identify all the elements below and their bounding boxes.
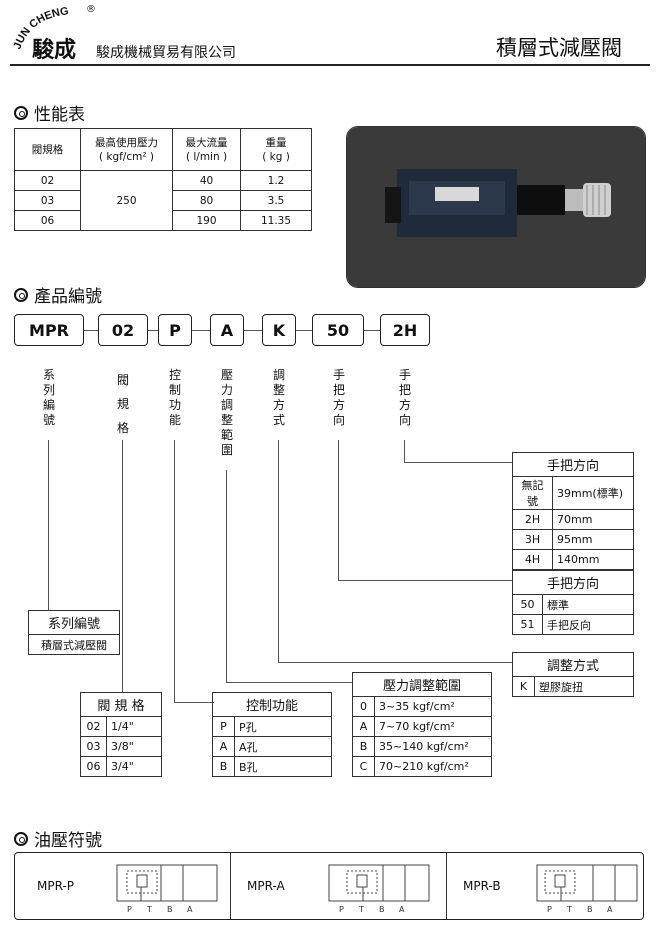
brand-arc-text: JUN CHENG — [12, 5, 70, 51]
valve-symbol-icon: P T B A — [116, 864, 218, 914]
table-row: 03 80 3.5 — [14, 190, 312, 211]
brand-reg: ® — [86, 4, 96, 15]
label-control: 控制功能 — [168, 368, 181, 427]
th-size: 閥規格 — [14, 128, 81, 171]
label-size: 閥規格 — [116, 373, 129, 435]
svg-text:B: B — [587, 905, 593, 914]
symbol-label: MPR-B — [463, 879, 501, 893]
svg-text:A: A — [399, 905, 405, 914]
table-row: 02 250 40 1.2 — [14, 170, 312, 231]
symbols-panel: MPR-P P T B A MPR-A P T B A — [14, 852, 644, 920]
symbol-cell: MPR-P P T B A — [15, 853, 231, 919]
brand-logo: JUN CHENG ® 駿成 — [12, 4, 102, 63]
code-part-handle-dir: 50 — [312, 314, 364, 346]
bullseye-icon — [14, 287, 28, 302]
svg-text:T: T — [358, 905, 364, 914]
valve-symbol-icon: P T B A — [536, 864, 638, 914]
code-part-control: P — [158, 314, 192, 346]
bullseye-icon — [14, 105, 28, 120]
svg-text:T: T — [566, 905, 572, 914]
code-part-pressure: A — [210, 314, 244, 346]
product-photo — [347, 127, 645, 287]
symbol-cell: MPR-B P T B A — [447, 853, 643, 919]
code-part-handle-len: 2H — [380, 314, 430, 346]
label-series: 系列編號 — [42, 368, 55, 427]
section-title: 油壓符號 — [34, 831, 102, 851]
label-adjust: 調整方式 — [272, 368, 285, 427]
label-pressure: 壓力調整範圍 — [220, 368, 233, 457]
table-row: 06 190 11.35 — [14, 210, 312, 231]
company-name: 駿成機械貿易有限公司 — [96, 45, 236, 61]
section-title: 產品編號 — [34, 287, 102, 307]
th-pressure: 最高使用壓力( kgf/cm² ) — [80, 128, 173, 171]
performance-table: 閥規格 最高使用壓力( kgf/cm² ) 最大流量( l/min ) 重量( … — [14, 128, 312, 231]
symbol-label: MPR-P — [37, 879, 75, 893]
code-part-size: 02 — [98, 314, 148, 346]
svg-text:P: P — [339, 905, 344, 914]
svg-text:T: T — [146, 905, 152, 914]
series-box: 系列編號 積層式減壓閥 — [28, 610, 120, 655]
section-title: 性能表 — [34, 105, 85, 125]
label-handle-len: 手把方向 — [398, 368, 411, 427]
label-handle-dir: 手把方向 — [332, 368, 345, 427]
svg-text:A: A — [187, 905, 193, 914]
section-performance: 性能表 — [14, 100, 85, 125]
valve-symbol-icon: P T B A — [328, 864, 430, 914]
bullseye-icon — [14, 831, 28, 846]
th-flow: 最大流量( l/min ) — [172, 128, 241, 171]
svg-text:P: P — [127, 905, 132, 914]
product-title: 積層式減壓閥 — [496, 36, 622, 60]
code-part-series: MPR — [14, 314, 84, 346]
symbol-cell: MPR-A P T B A — [231, 853, 447, 919]
svg-text:B: B — [379, 905, 385, 914]
header-divider — [10, 64, 650, 66]
section-code: 產品編號 — [14, 282, 102, 307]
symbol-label: MPR-A — [247, 879, 285, 893]
pressure-value: 250 — [80, 170, 173, 231]
code-part-adjust: K — [262, 314, 296, 346]
brand-cn: 駿成 — [32, 38, 77, 63]
th-weight: 重量( kg ) — [240, 128, 312, 171]
section-symbols: 油壓符號 — [14, 826, 102, 851]
svg-text:P: P — [547, 905, 552, 914]
svg-text:A: A — [607, 905, 613, 914]
svg-text:B: B — [167, 905, 173, 914]
product-photo-frame — [346, 126, 646, 288]
